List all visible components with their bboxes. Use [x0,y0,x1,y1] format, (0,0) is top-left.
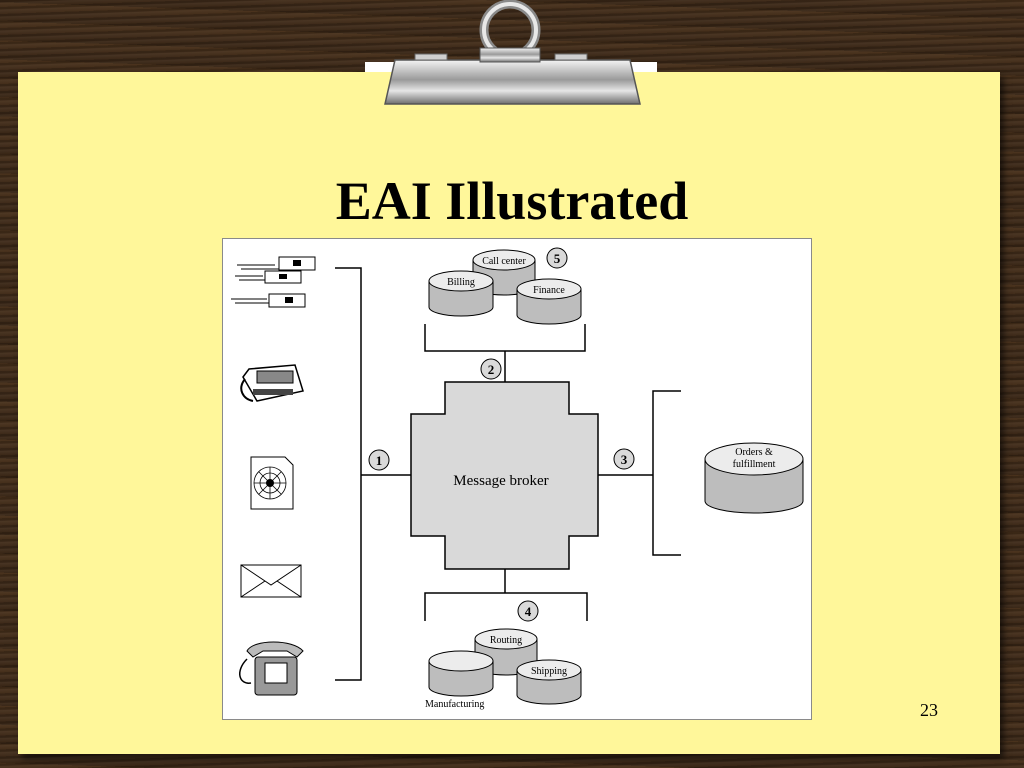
step-badge-3: 3 [613,448,635,470]
database-label: Call center [482,256,526,267]
database-label: Orders & [735,447,773,458]
database-finance: Finance [516,278,582,325]
envelope-icon [240,564,302,598]
step-badge-5: 5 [546,247,568,269]
step-badge-2: 2 [480,358,502,380]
step-number: 1 [376,453,383,468]
database-orders-fulfillment: Orders & fulfillment [704,442,804,514]
message-broker-label: Message broker [453,473,548,489]
database-shipping: Shipping [516,659,582,705]
step-number: 4 [525,604,532,619]
database-label: Finance [533,285,565,296]
step-badge-1: 1 [368,449,390,471]
eai-diagram-svg: Message broker 1 2 3 4 5 [231,247,804,710]
database-label: Billing [447,277,475,288]
wireless-devices-icon [231,256,316,308]
step-number: 5 [554,251,561,266]
eai-diagram: Message broker 1 2 3 4 5 [222,238,812,720]
top-bracket [424,324,586,352]
database-manufacturing [428,650,494,697]
database-label: fulfillment [733,459,776,470]
bottom-bracket [424,592,588,621]
message-broker-shape [410,381,599,570]
database-label: Routing [490,635,522,646]
page-number: 23 [920,700,938,720]
step-number: 3 [621,452,628,467]
database-billing: Billing [428,270,494,317]
telephone-icon [239,641,304,696]
web-page-icon [250,456,294,510]
manufacturing-label: Manufacturing [425,699,484,710]
left-bracket [335,267,362,681]
slide-title: EAI Illustrated [335,171,689,231]
right-bracket [652,390,681,556]
fax-machine-icon [240,364,304,402]
step-number: 2 [488,362,495,377]
step-badge-4: 4 [517,600,539,622]
database-label: Shipping [531,666,567,677]
